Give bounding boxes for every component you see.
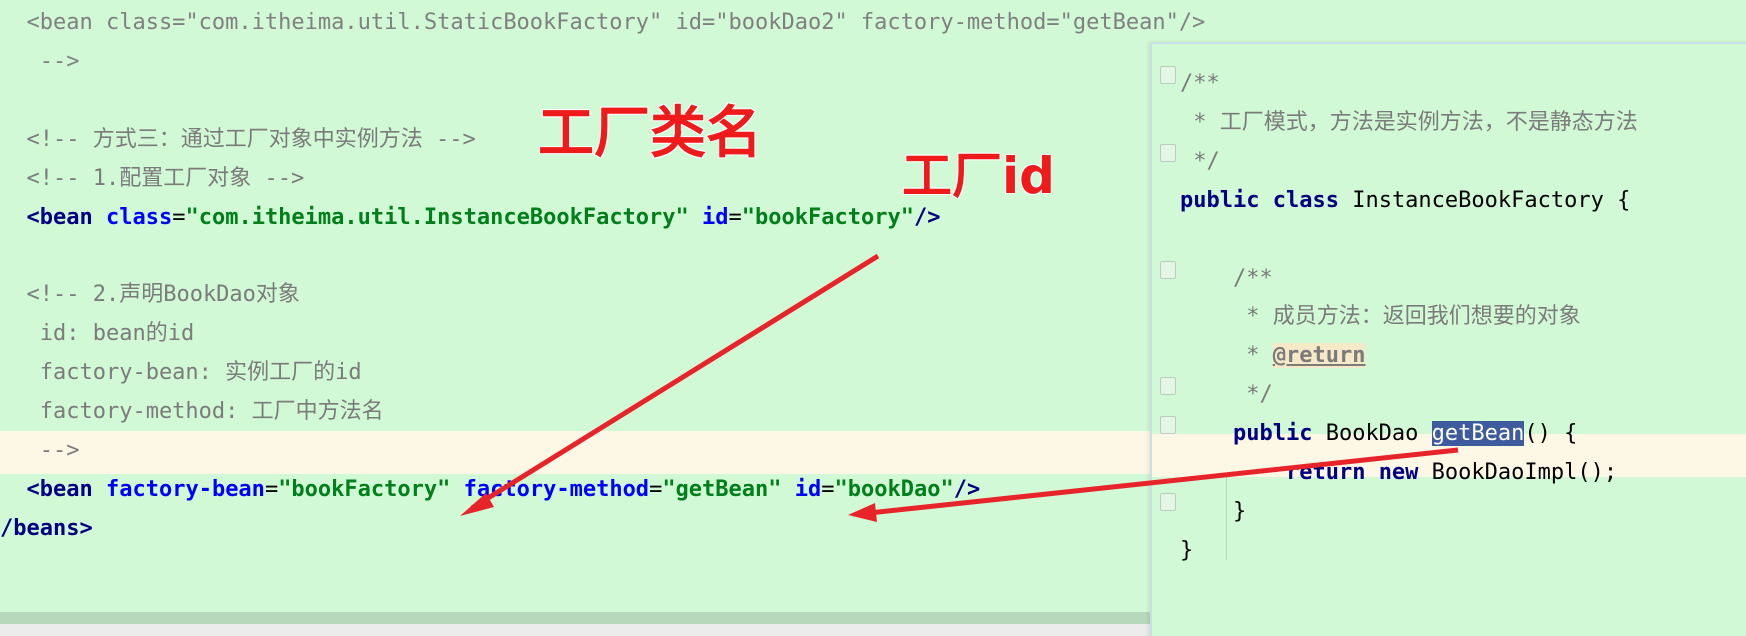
- code-token: =: [649, 476, 663, 502]
- code-token: factory-bean: [105, 476, 265, 502]
- java-code-line: }: [1180, 529, 1193, 572]
- code-token: -->: [0, 437, 80, 463]
- code-token: /**: [1180, 265, 1273, 291]
- code-token: "getBean": [662, 476, 782, 502]
- code-token: />: [913, 204, 941, 230]
- code-token: -->: [0, 48, 80, 74]
- code-token: /**: [1180, 71, 1220, 96]
- code-token: * 成员方法：返回我们想要的对象: [1180, 304, 1581, 330]
- java-code-line: /**: [1180, 62, 1220, 105]
- code-token: class: [105, 204, 173, 230]
- code-token: <bean: [26, 476, 106, 502]
- code-token: [1180, 421, 1233, 446]
- xml-code-line: <bean class="com.itheima.util.StaticBook…: [0, 1, 1205, 44]
- code-token: */: [1180, 382, 1273, 408]
- code-token: new: [1378, 460, 1432, 485]
- xml-code-line: -->: [0, 40, 80, 83]
- java-code-line: */: [1180, 373, 1273, 416]
- code-token: <bean class="com.itheima.util.StaticBook…: [0, 10, 1206, 35]
- java-code-line: public BookDao getBean() {: [1180, 412, 1577, 455]
- code-token: =: [172, 204, 186, 230]
- code-token: =: [728, 204, 742, 230]
- code-token: getBean: [1431, 421, 1525, 447]
- fold-marker-icon[interactable]: [1160, 144, 1176, 162]
- code-token: factory-method: 工厂中方法名: [0, 399, 384, 424]
- code-token: id: bean的id: [0, 321, 195, 347]
- xml-code-line: id: bean的id: [0, 312, 194, 355]
- code-token: [1180, 460, 1286, 485]
- xml-code-line: -->: [0, 429, 80, 472]
- java-code-line: public class InstanceBookFactory {: [1180, 179, 1630, 222]
- factory-id-label: 工厂id: [902, 147, 1055, 205]
- indent-guide: [1226, 474, 1227, 560]
- code-token: InstanceBookFactory {: [1352, 187, 1631, 213]
- code-token: factory-bean: 实例工厂的id: [0, 360, 362, 386]
- code-token: =: [821, 476, 835, 502]
- code-token: class: [1272, 187, 1353, 213]
- code-token: [0, 205, 27, 230]
- java-code-line: * 工厂模式，方法是实例方法，不是静态方法: [1180, 101, 1638, 144]
- xml-code-line: /beans>: [0, 507, 93, 550]
- xml-code-line: <bean class="com.itheima.util.InstanceBo…: [0, 196, 941, 239]
- code-token: *: [1180, 343, 1273, 369]
- fold-marker-icon[interactable]: [1160, 416, 1176, 434]
- code-token: id: [702, 204, 729, 230]
- xml-code-line: <bean factory-bean="bookFactory" factory…: [0, 468, 981, 511]
- code-token: }: [1180, 537, 1194, 563]
- code-token: /beans>: [0, 515, 93, 541]
- code-token: public: [1232, 421, 1326, 447]
- fold-marker-icon[interactable]: [1160, 493, 1176, 511]
- factory-class-name-label: 工厂类名: [538, 101, 762, 166]
- xml-code-line: factory-method: 工厂中方法名: [0, 390, 384, 433]
- code-token: @return: [1272, 343, 1366, 369]
- code-token: />: [953, 476, 981, 502]
- java-code-line: * 成员方法：返回我们想要的对象: [1180, 295, 1581, 338]
- java-source-popup[interactable]: /** * 工厂模式，方法是实例方法，不是静态方法 */ public class…: [1150, 42, 1746, 636]
- code-token: <bean: [26, 204, 106, 230]
- fold-gutter: [1152, 44, 1180, 636]
- code-token: }: [1180, 498, 1247, 524]
- java-code-line: /**: [1180, 257, 1273, 300]
- code-token: * 工厂模式，方法是实例方法，不是静态方法: [1180, 109, 1638, 135]
- java-code-line: * @return: [1180, 334, 1366, 377]
- java-code-line: }: [1180, 490, 1246, 533]
- code-token: () {: [1524, 421, 1578, 447]
- code-token: factory-method: [463, 476, 650, 502]
- code-token: <!-- 2.声明BookDao对象: [0, 282, 300, 308]
- code-token: =: [264, 476, 279, 502]
- fold-marker-icon[interactable]: [1160, 377, 1176, 395]
- code-token: <!-- 1.配置工厂对象 -->: [0, 165, 305, 191]
- code-token: [450, 477, 463, 502]
- code-token: "com.itheima.util.InstanceBookFactory": [185, 204, 689, 230]
- code-token: BookDao: [1325, 421, 1432, 447]
- code-token: [782, 477, 795, 502]
- xml-code-line: factory-bean: 实例工厂的id: [0, 351, 362, 394]
- fold-marker-icon[interactable]: [1160, 66, 1176, 84]
- code-token: [689, 205, 702, 230]
- code-token: "bookFactory": [741, 204, 914, 230]
- code-token: "bookDao": [834, 476, 954, 502]
- code-token: "bookFactory": [278, 476, 451, 502]
- xml-code-line: <!-- 方式三：通过工厂对象中实例方法 -->: [0, 118, 476, 161]
- code-token: [0, 477, 27, 502]
- java-code-line: */: [1180, 140, 1220, 183]
- code-token: BookDaoImpl();: [1431, 460, 1618, 485]
- code-token: <!-- 方式三：通过工厂对象中实例方法 -->: [0, 126, 476, 152]
- code-token: */: [1180, 148, 1220, 174]
- code-token: id: [794, 476, 822, 502]
- xml-code-line: <!-- 1.配置工厂对象 -->: [0, 157, 304, 200]
- java-code-line: return new BookDaoImpl();: [1180, 451, 1617, 494]
- fold-marker-icon[interactable]: [1160, 261, 1176, 279]
- code-token: public: [1180, 187, 1273, 213]
- code-token: return: [1285, 460, 1379, 485]
- xml-code-line: <!-- 2.声明BookDao对象: [0, 273, 300, 316]
